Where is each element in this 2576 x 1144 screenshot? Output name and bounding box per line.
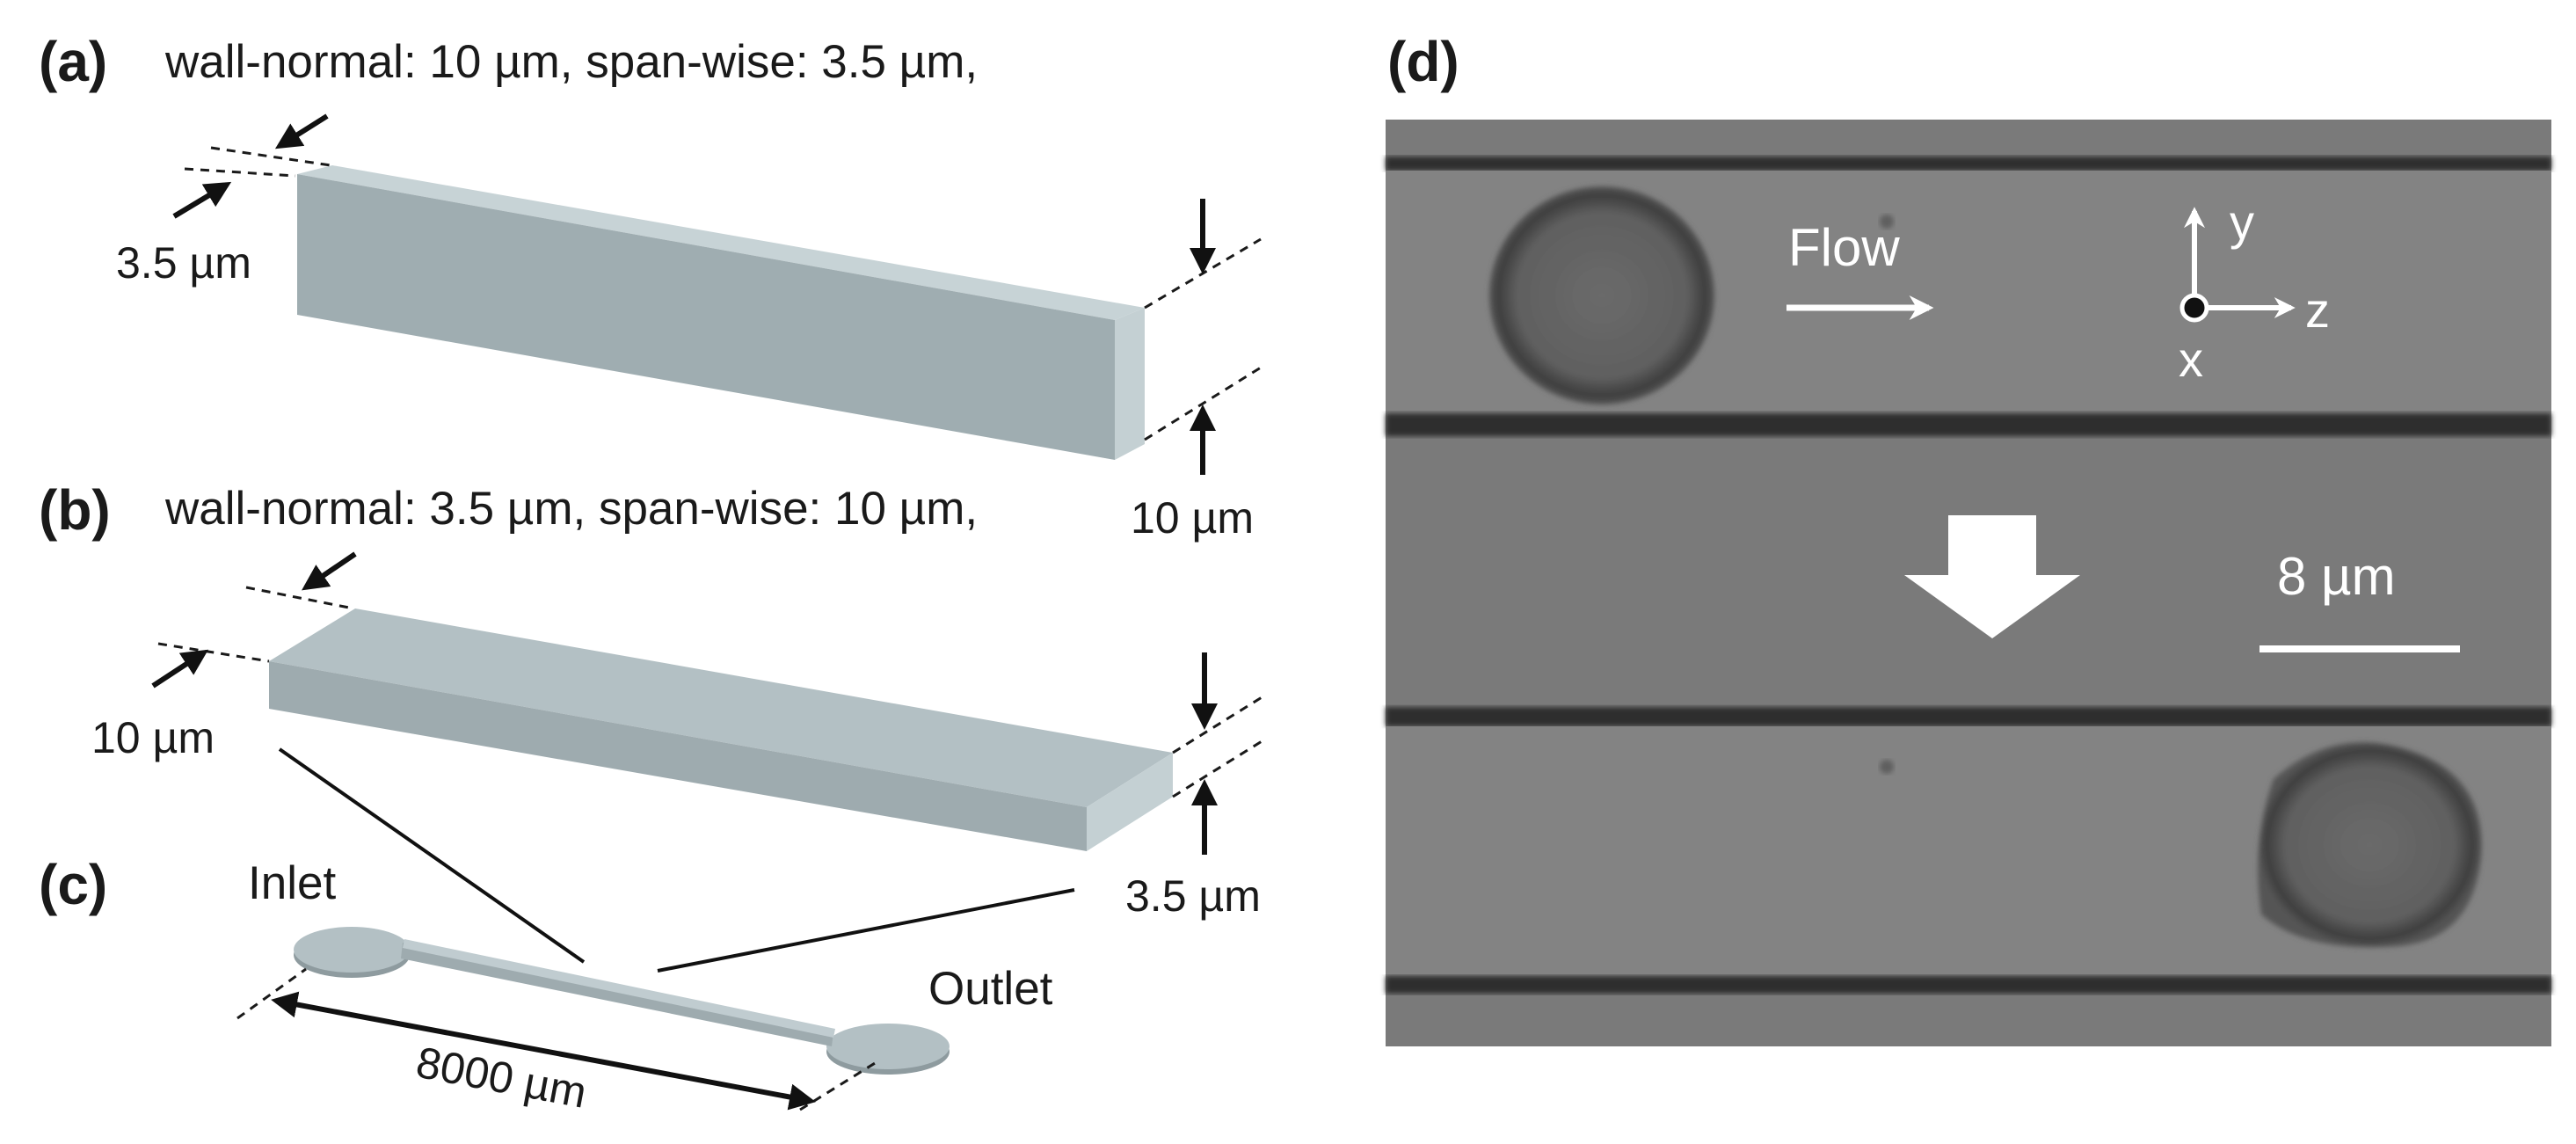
dimension-c-length-label: 8000 µm [412, 1038, 591, 1118]
axes-indicator: y z x [2179, 194, 2330, 387]
axis-y-label: y [2230, 194, 2254, 250]
micrograph: Flow y z x 8 µm [1386, 120, 2551, 1046]
panel-b-label: (b) [39, 478, 111, 542]
flow-label: Flow [1788, 218, 1900, 277]
channel-a-end-face [1115, 308, 1145, 460]
x-axis-out-of-plane-icon [2179, 293, 2209, 323]
channel-a-front-face [297, 174, 1115, 460]
panel-d: (d) Flow [1386, 30, 2551, 1046]
panel-c-inlet-label: Inlet [248, 857, 336, 909]
scale-bar: 8 µm [2259, 547, 2460, 652]
upper-channel [1386, 157, 2551, 436]
channel-b-top-face [269, 608, 1173, 807]
panel-c: (c) Inlet Outlet 8000 µm [39, 853, 1053, 1118]
panel-d-label: (d) [1387, 30, 1459, 93]
channel-a-top-face [297, 165, 1145, 320]
dimension-a-height-label: 10 µm [1131, 493, 1254, 543]
dimension-a-height: 10 µm [1131, 199, 1262, 543]
panel-b-caption: wall-normal: 3.5 µm, span-wise: 10 µm, [164, 483, 978, 535]
dimension-b-height: 3.5 µm [1125, 652, 1267, 921]
dimension-b-height-label: 3.5 µm [1125, 871, 1261, 921]
lower-channel [1386, 707, 2551, 994]
cell-upper [1489, 186, 1714, 404]
zoom-line-right [657, 888, 1075, 973]
flow-indicator: Flow [1786, 218, 1934, 320]
down-arrow-icon [1904, 515, 2080, 638]
dimension-a-depth-label: 3.5 µm [116, 238, 251, 288]
channel-a [297, 165, 1145, 460]
lower-channel-top-wall [1386, 707, 2551, 726]
upper-channel-bottom-wall [1386, 413, 2551, 436]
channel-b-end-face [1087, 753, 1173, 851]
panel-b: (b) wall-normal: 3.5 µm, span-wise: 10 µ… [39, 478, 1267, 973]
outlet-reservoir [826, 1024, 950, 1069]
panel-a-caption: wall-normal: 10 µm, span-wise: 3.5 µm, [164, 36, 978, 88]
microchannel-device [294, 927, 950, 1075]
axis-z-label: z [2305, 282, 2330, 338]
channel-b [269, 608, 1173, 851]
zoom-line-left [278, 747, 586, 964]
panel-a-label: (a) [39, 30, 107, 93]
upper-channel-top-wall [1386, 157, 2551, 171]
lower-channel-bottom-wall [1386, 976, 2551, 994]
panel-a: (a) wall-normal: 10 µm, span-wise: 3.5 µ… [39, 30, 1262, 543]
panel-c-outlet-label: Outlet [928, 963, 1053, 1015]
scale-bar-label: 8 µm [2277, 547, 2396, 606]
axis-x-label: x [2179, 332, 2203, 387]
channel-b-front-face [269, 661, 1087, 851]
cell-lower [2258, 742, 2482, 948]
panel-c-label: (c) [39, 853, 107, 916]
dimension-c-length: 8000 µm [236, 967, 880, 1118]
dimension-a-depth: 3.5 µm [116, 113, 331, 288]
dimension-b-depth: 10 µm [91, 551, 357, 762]
long-channel [403, 939, 835, 1038]
scale-bar-line [2259, 645, 2460, 652]
dimension-b-depth-label: 10 µm [91, 713, 215, 762]
inlet-reservoir [294, 927, 410, 973]
